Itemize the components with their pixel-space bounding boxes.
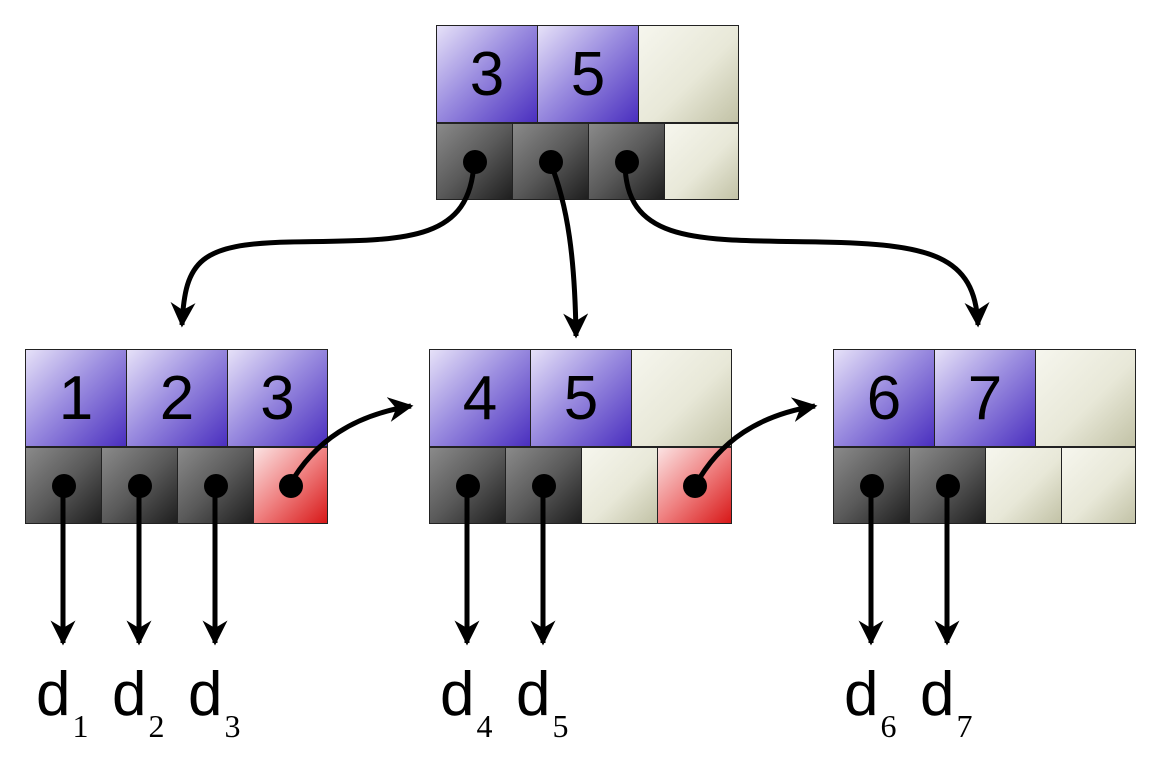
data-label-1: d1 [36,664,89,744]
data-label-subscript: 7 [956,708,973,744]
root-to-leaf-1-arrow [170,161,477,328]
pointer-dot [614,149,639,174]
root-pointer-2 [512,123,589,200]
data-label-base: d [36,660,71,729]
data-label-subscript: 2 [148,708,165,744]
data-label-base: d [112,660,147,729]
root-node: 3 5 [436,25,739,200]
data-label-base: d [440,660,475,729]
root-pointer-4-empty [664,123,739,200]
leaf-3-pointer-3-empty [985,447,1062,524]
pointer-dot [203,473,228,498]
data-label-4: d4 [440,664,493,744]
data-label-5: d5 [516,664,569,744]
leaf-2-next-pointer [657,447,732,524]
leaf-2-key-3-empty [631,349,732,447]
data-label-6: d6 [844,664,897,744]
leaf-1-key-1: 1 [25,349,127,447]
leaf-1-next-pointer [253,447,328,524]
data-label-subscript: 1 [72,708,89,744]
root-key-1: 3 [436,25,538,123]
data-label-subscript: 4 [476,708,493,744]
pointer-dot [682,473,707,498]
data-label-3: d3 [188,664,241,744]
data-label-2: d2 [112,664,165,744]
pointer-dot [51,473,76,498]
leaf-3-key-2: 7 [934,349,1036,447]
data-label-subscript: 5 [552,708,569,744]
data-label-base: d [188,660,223,729]
leaf-2-data-pointer-1 [429,447,506,524]
pointer-dot [859,473,884,498]
leaf-1-data-pointer-3 [177,447,254,524]
leaf-2-data-pointer-2 [505,447,582,524]
leaf-node-3: 6 7 [833,349,1136,524]
data-label-subscript: 3 [224,708,241,744]
leaf-3-pointer-4-empty [1061,447,1136,524]
leaf-1-key-2: 2 [126,349,228,447]
leaf-node-1: 1 2 3 [25,349,328,524]
data-label-subscript: 6 [880,708,897,744]
data-label-base: d [516,660,551,729]
pointer-dot [127,473,152,498]
root-key-3-empty [638,25,739,123]
root-pointer-1 [436,123,513,200]
leaf-1-data-pointer-1 [25,447,102,524]
data-label-7: d7 [920,664,973,744]
leaf-2-key-1: 4 [429,349,531,447]
leaf-node-2: 4 5 [429,349,732,524]
leaf-1-key-3: 3 [227,349,328,447]
leaf-3-key-1: 6 [833,349,935,447]
leaf-2-key-2: 5 [530,349,632,447]
leaf-3-key-3-empty [1035,349,1136,447]
pointer-dot [278,473,303,498]
leaf-2-pointer-3-empty [581,447,658,524]
leaf-3-data-pointer-1 [833,447,910,524]
pointer-dot [538,149,563,174]
pointer-dot [935,473,960,498]
data-label-base: d [920,660,955,729]
pointer-dot [455,473,480,498]
pointer-dot [531,473,556,498]
leaf-1-data-pointer-2 [101,447,178,524]
root-key-2: 5 [537,25,639,123]
root-pointer-3 [588,123,665,200]
leaf-3-data-pointer-2 [909,447,986,524]
pointer-dot [462,149,487,174]
data-label-base: d [844,660,879,729]
